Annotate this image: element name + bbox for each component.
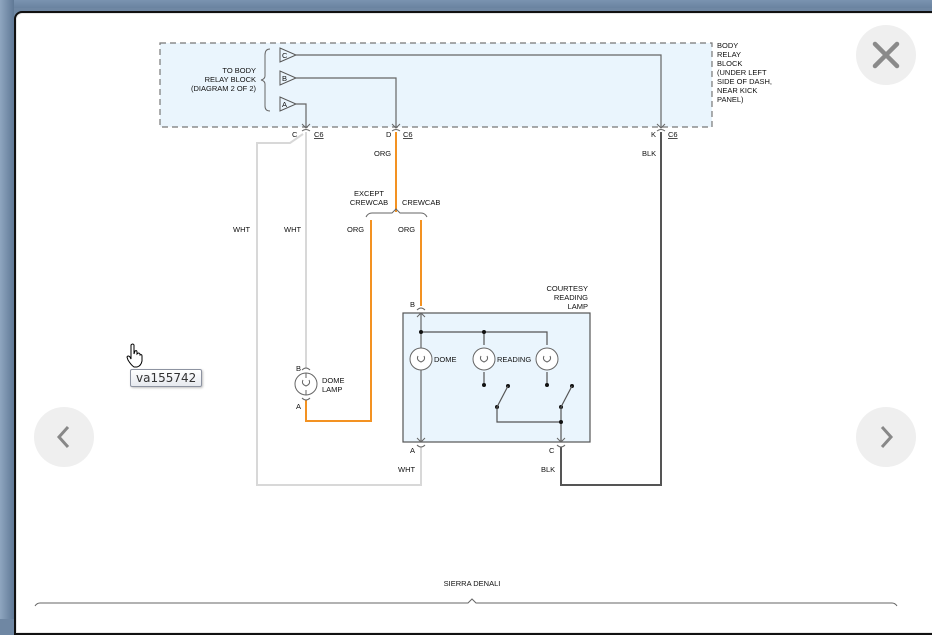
svg-text:CREWCAB: CREWCAB (350, 198, 388, 207)
svg-text:PANEL): PANEL) (717, 95, 744, 104)
svg-text:C6: C6 (668, 130, 678, 139)
variant-label: SIERRA DENALI (444, 579, 501, 588)
relay-pin-a: A (279, 96, 298, 112)
svg-text:C6: C6 (314, 130, 324, 139)
connector-label-d: D C6 (386, 130, 413, 139)
tooltip: va155742 (130, 369, 203, 387)
wire-blk (560, 132, 662, 486)
svg-text:READING: READING (497, 355, 531, 364)
svg-text:B: B (282, 74, 287, 83)
svg-text:A: A (282, 100, 287, 109)
relay-pin-c: C (279, 47, 298, 63)
wire-org-except (305, 220, 372, 422)
branch-label-except-crewcab: EXCEPT CREWCAB (350, 189, 388, 207)
connector-label-k: K C6 (651, 130, 678, 139)
body-relay-block-label: BODY RELAY BLOCK (UNDER LEFT SIDE OF DAS… (717, 41, 772, 104)
svg-text:BLOCK: BLOCK (717, 59, 742, 68)
svg-text:A: A (296, 402, 301, 411)
next-button[interactable] (856, 407, 916, 467)
courtesy-lamp-label: COURTESY READING LAMP (546, 284, 588, 311)
brace-icon (260, 48, 271, 112)
chevron-right-icon (880, 425, 894, 449)
svg-text:LAMP: LAMP (568, 302, 588, 311)
relay-pin-b: B (279, 70, 298, 86)
svg-text:LAMP: LAMP (322, 385, 342, 394)
desktop-background (0, 0, 932, 8)
courtesy-reading-lamp: COURTESY READING LAMP B A DOME READING (402, 284, 591, 455)
svg-text:EXCEPT: EXCEPT (354, 189, 384, 198)
svg-text:RELAY: RELAY (717, 50, 741, 59)
wire-label-org-crewcab: ORG (398, 225, 415, 234)
svg-text:COURTESY: COURTESY (546, 284, 588, 293)
dome-lamp: B A DOME LAMP (294, 364, 345, 411)
wire-label-org-main: ORG (374, 149, 391, 158)
previous-button[interactable] (34, 407, 94, 467)
svg-text:DOME: DOME (322, 376, 345, 385)
relay-internal-wire-c (296, 54, 662, 128)
wire-label-blk-bottom: BLK (541, 465, 555, 474)
branch-label-crewcab: CREWCAB (402, 198, 440, 207)
svg-text:DOME: DOME (434, 355, 457, 364)
svg-text:A: A (410, 446, 415, 455)
wire-label-wht-inner: WHT (284, 225, 301, 234)
svg-text:NEAR KICK: NEAR KICK (717, 86, 757, 95)
wire-label-blk-top: BLK (642, 149, 656, 158)
relay-internal-wire-a (296, 103, 307, 128)
svg-text:D: D (386, 130, 392, 139)
svg-text:B: B (296, 364, 301, 373)
variant-brace-icon (34, 598, 898, 607)
close-icon (872, 41, 900, 69)
svg-text:C: C (549, 446, 555, 455)
wire-label-org-except: ORG (347, 225, 364, 234)
connector-label-c: C C6 (292, 130, 324, 139)
wire-label-wht-outer: WHT (233, 225, 250, 234)
relay-internal-wire-b (296, 77, 397, 128)
branch-brace-icon (365, 208, 428, 218)
wire-wht-outer (256, 133, 422, 486)
svg-text:READING: READING (554, 293, 588, 302)
svg-text:B: B (410, 300, 415, 309)
wire-label-wht-bottom: WHT (398, 465, 415, 474)
svg-text:C: C (292, 130, 298, 139)
svg-text:K: K (651, 130, 656, 139)
svg-text:TO BODY: TO BODY (222, 66, 256, 75)
svg-text:(DIAGRAM 2 OF 2): (DIAGRAM 2 OF 2) (191, 84, 257, 93)
svg-text:C: C (282, 51, 288, 60)
wiring-diagram: BODY RELAY BLOCK (UNDER LEFT SIDE OF DAS… (34, 41, 898, 607)
svg-text:SIDE OF DASH,: SIDE OF DASH, (717, 77, 772, 86)
hand-cursor-icon (126, 343, 143, 368)
chevron-left-icon (56, 425, 70, 449)
to-body-relay-block-label: TO BODY RELAY BLOCK (DIAGRAM 2 OF 2) (191, 66, 257, 93)
svg-text:(UNDER LEFT: (UNDER LEFT (717, 68, 767, 77)
body-relay-block-box (159, 42, 713, 128)
svg-text:C6: C6 (403, 130, 413, 139)
svg-text:BODY: BODY (717, 41, 738, 50)
close-button[interactable] (856, 25, 916, 85)
desktop-edge (0, 0, 14, 619)
svg-text:RELAY BLOCK: RELAY BLOCK (205, 75, 256, 84)
